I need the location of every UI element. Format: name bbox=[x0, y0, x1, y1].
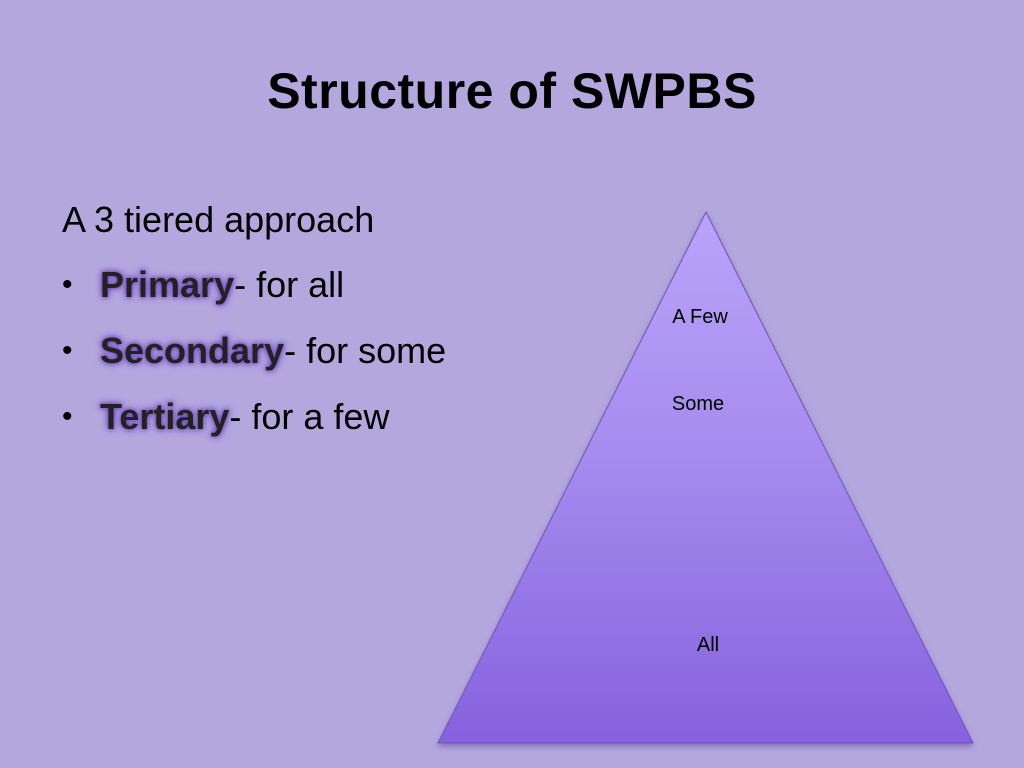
tier-item-secondary: • Secondary- for some bbox=[62, 318, 582, 384]
pyramid-label-a-few: A Few bbox=[672, 306, 728, 328]
slide-title: Structure of SWPBS bbox=[267, 63, 757, 119]
pyramid-shape bbox=[437, 210, 974, 744]
tier-list: • Primary- for all • Secondary- for some •… bbox=[62, 252, 582, 450]
tier-item-tertiary: • Tertiary- for a few bbox=[62, 384, 582, 450]
tier-term: Primary bbox=[100, 264, 235, 305]
bullet-icon: • bbox=[62, 400, 73, 433]
tier-description: - for a few bbox=[229, 396, 390, 437]
tier-term: Secondary bbox=[100, 330, 285, 371]
tier-item-primary: • Primary- for all bbox=[62, 252, 582, 318]
intro-text: A 3 tiered approach bbox=[62, 199, 375, 240]
pyramid-label-some: Some bbox=[671, 393, 725, 415]
slide-content: A 3 tiered approach • Primary- for all • S… bbox=[62, 188, 582, 450]
bullet-icon: • bbox=[62, 268, 73, 301]
bullet-icon: • bbox=[62, 334, 73, 367]
pyramid-label-all: All bbox=[696, 634, 720, 656]
tier-term: Tertiary bbox=[100, 396, 230, 437]
tier-description: - for all bbox=[234, 264, 345, 305]
tier-description: - for some bbox=[284, 330, 447, 371]
